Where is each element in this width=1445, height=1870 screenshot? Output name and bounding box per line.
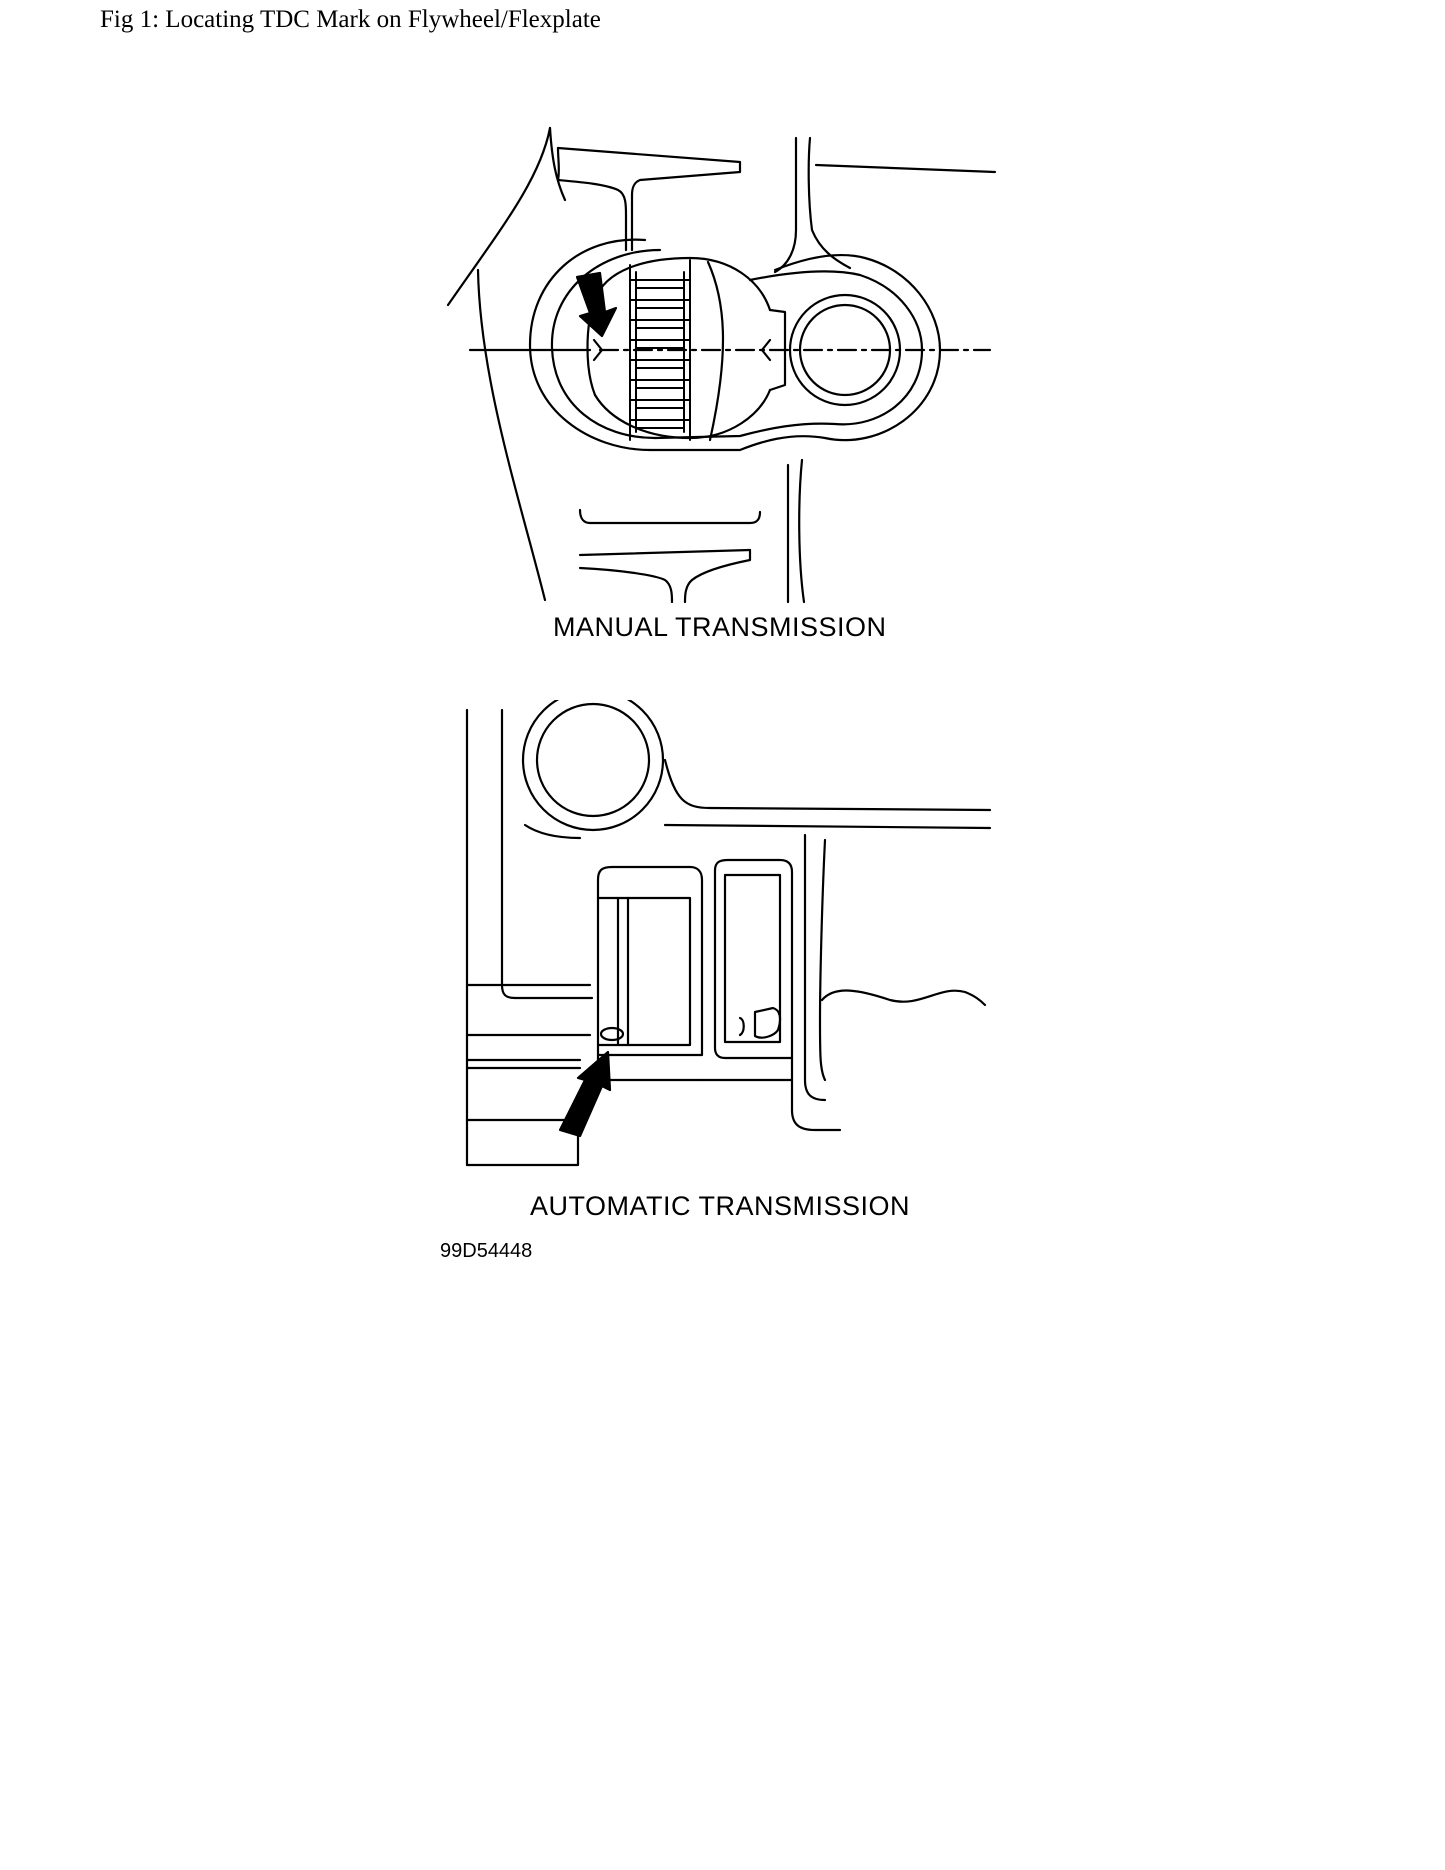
manual-transmission-illustration bbox=[440, 120, 1020, 605]
figure-code: 99D54448 bbox=[440, 1240, 533, 1262]
automatic-transmission-caption: AUTOMATIC TRANSMISSION bbox=[530, 1191, 911, 1221]
automatic-transmission-illustration bbox=[440, 700, 1020, 1180]
figure-title: Fig 1: Locating TDC Mark on Flywheel/Fle… bbox=[100, 6, 601, 33]
manual-transmission-caption: MANUAL TRANSMISSION bbox=[553, 612, 887, 642]
